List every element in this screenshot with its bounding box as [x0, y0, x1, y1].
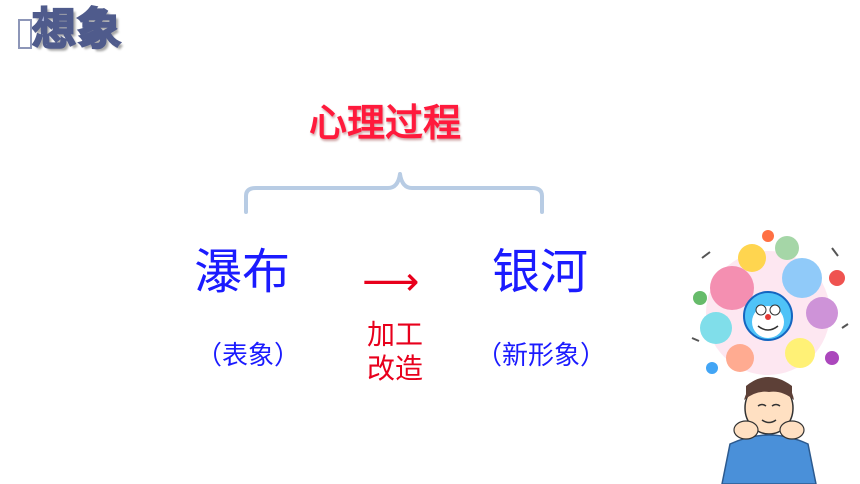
heading-box-marker — [18, 19, 32, 49]
daydreaming-boy-illustration — [691, 230, 849, 484]
slide-heading: 想象 — [18, 4, 122, 56]
doodle-cloud — [691, 230, 849, 375]
process-line-2: 改造 — [366, 352, 423, 386]
source-term: 瀑布 — [194, 244, 291, 300]
process-line-1: 加工 — [366, 318, 423, 351]
result-note: （新形象） — [476, 341, 607, 371]
heading-text: 想象 — [31, 4, 122, 55]
boy-figure — [721, 377, 817, 484]
source-note: （表象） — [196, 341, 301, 371]
arrow-icon: ⟶ — [362, 259, 420, 305]
result-term: 银河 — [492, 244, 589, 300]
concept-label: 心理过程 — [308, 101, 461, 145]
process-label: 加工 改造 — [355, 318, 435, 386]
